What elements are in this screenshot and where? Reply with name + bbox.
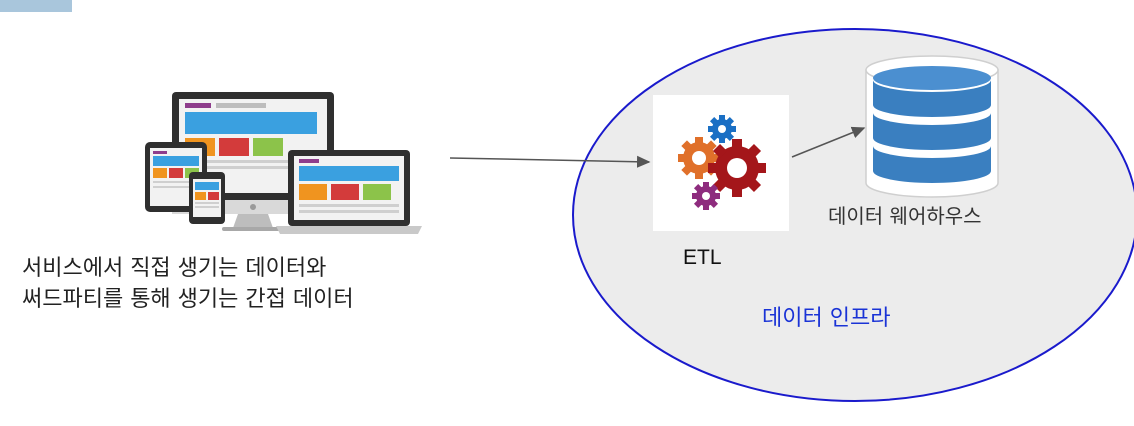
database-icon [865, 55, 999, 198]
infra-label: 데이터 인프라 [762, 306, 891, 331]
arrow-source-to-etl [449, 155, 651, 168]
gears-icon [653, 95, 789, 231]
source-caption: 서비스에서 직접 생기는 데이터와 써드파티를 통해 생기는 간접 데이터 [22, 253, 354, 315]
etl-label: ETL [683, 246, 722, 269]
arrow-etl-to-warehouse [791, 126, 866, 158]
corner-tab [0, 0, 72, 12]
source-caption-line2: 써드파티를 통해 생기는 간접 데이터 [22, 287, 354, 312]
warehouse-label: 데이터 웨어하우스 [828, 204, 982, 228]
responsive-devices-icon [145, 92, 422, 234]
source-caption-line1: 서비스에서 직접 생기는 데이터와 [22, 256, 327, 281]
